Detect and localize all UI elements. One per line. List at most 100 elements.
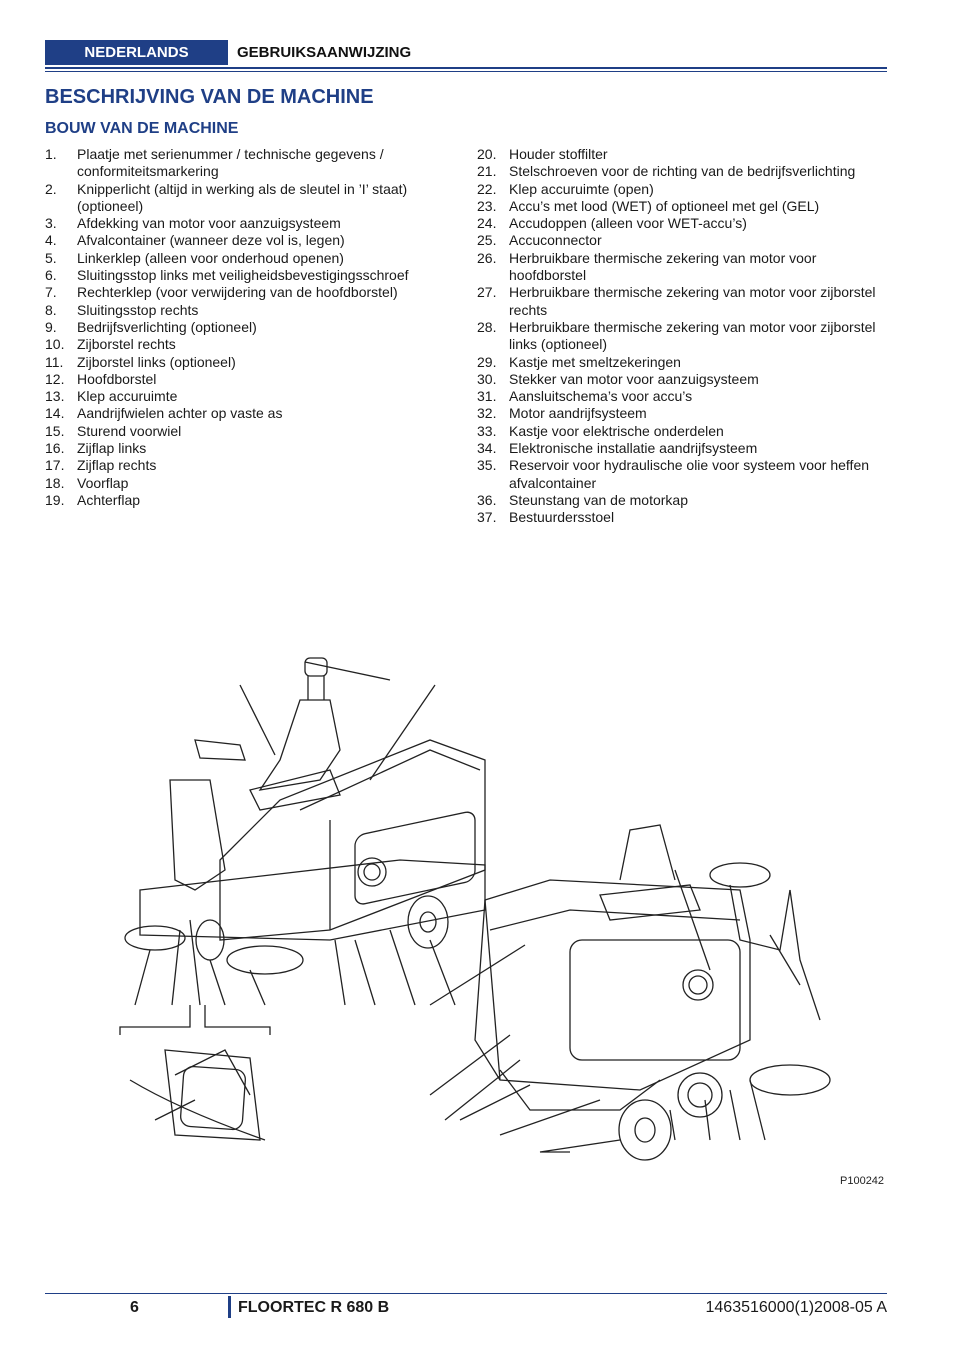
list-item-text: Elektronische installatie aandrijfsystee… (509, 440, 758, 457)
list-item-number: 27. (477, 284, 497, 301)
list-item-number: 35. (477, 457, 497, 474)
list-item: 1. Plaatje met serienummer / technische g… (45, 146, 445, 181)
list-item: 10. Zijborstel rechts (45, 336, 445, 353)
list-item-number: 15. (45, 422, 65, 439)
list-item-text: Motor aandrijfsysteem (509, 405, 647, 422)
list-item: 25.Accuconnector (477, 232, 889, 249)
document-number: 1463516000(1)2008-05 A (705, 1299, 888, 1316)
list-item-text: Stekker van motor voor aanzuigsysteem (509, 370, 759, 387)
list-item: 24.Accudoppen (alleen voor WET-accu’s) (477, 215, 889, 232)
list-item-number: 19. (45, 491, 65, 508)
list-item-text: Aandrijfwielen achter op vaste as (77, 405, 283, 422)
list-item: 15. Sturend voorwiel (45, 423, 445, 440)
list-item-text: Houder stoffilter (509, 146, 608, 162)
list-item-number: 32. (477, 405, 497, 422)
list-item-number: 30. (477, 370, 497, 387)
footer-separator (228, 1296, 231, 1318)
list-item-text: Sturend voorwiel (77, 422, 182, 439)
list-item-text: Zijborstel links (optioneel) (77, 353, 236, 370)
list-item-text: Kastje voor elektrische onderdelen (509, 422, 724, 439)
list-item-text: Linkerklep (alleen voor onderhoud openen… (77, 249, 344, 266)
list-item-text: Bestuurdersstoel (509, 509, 615, 526)
list-item: 8.Sluitingsstop rechts (45, 302, 445, 319)
page-footer: 6 FLOORTEC R 680 B 1463516000(1)2008-05 … (45, 1293, 887, 1323)
list-item-number: 4. (45, 232, 57, 249)
list-item: 34. Elektronische installatie aandrijfsys… (477, 440, 889, 457)
page-header: NEDERLANDS GEBRUIKSAANWIJZING (45, 40, 887, 72)
list-item-text: Hoofdborstel (77, 370, 157, 387)
list-item-number: 5. (45, 249, 57, 266)
list-item: 18.Voorflap (45, 475, 445, 492)
list-item-number: 29. (477, 353, 497, 370)
list-item-number: 31. (477, 388, 497, 405)
list-item: 22. Klep accuruimte (open) (477, 181, 889, 198)
list-item: 33.Kastje voor elektrische onderdelen (477, 423, 889, 440)
list-item-number: 14. (45, 405, 65, 422)
list-item-number: 36. (477, 491, 497, 508)
list-item: 12. Hoofdborstel (45, 371, 445, 388)
list-item-number: 26. (477, 249, 497, 266)
list-item-number: 9. (45, 318, 57, 335)
list-item-number: 23. (477, 197, 497, 214)
list-item: 14. Aandrijfwielen achter op vaste as (45, 405, 445, 422)
list-item-text: Accuconnector (509, 232, 602, 249)
page-number: 6 (130, 1299, 139, 1316)
list-item-text: Plaatje met serienummer / technische geg… (77, 146, 384, 180)
list-item-number: 1. (45, 146, 57, 162)
list-item-number: 28. (477, 318, 497, 335)
list-item-number: 18. (45, 474, 65, 491)
list-item-text: Achterflap (77, 491, 141, 508)
list-item: 31.Aansluitschema’s voor accu’s (477, 388, 889, 405)
list-item-number: 7. (45, 284, 57, 301)
page-title: BESCHRIJVING VAN DE MACHINE (45, 86, 374, 108)
header-rule (45, 67, 887, 69)
parts-list-left: 1. Plaatje met serienummer / technische g… (45, 146, 445, 509)
list-item-number: 2. (45, 180, 57, 197)
language-tab: NEDERLANDS (45, 40, 228, 65)
list-item-text: Kastje met smeltzekeringen (509, 353, 681, 370)
list-item: 35. Reservoir voor hydraulische olie voor… (477, 457, 889, 492)
list-item: 23. Accu’s met lood (WET) of optioneel me… (477, 198, 889, 215)
list-item: 21. Stelschroeven voor de richting van de… (477, 163, 889, 180)
header-rule-thin (45, 71, 887, 72)
list-item-number: 34. (477, 440, 497, 457)
list-item-text: Sluitingsstop links met veiligheidsbeves… (77, 267, 409, 284)
list-item: 7.Rechterklep (voor verwijdering van de … (45, 284, 445, 301)
list-item: 16. Zijflap links (45, 440, 445, 457)
machine-front-view (429, 824, 831, 1161)
list-item-text: Klep accuruimte (open) (509, 180, 654, 197)
list-item-text: Zijborstel rechts (77, 336, 176, 353)
list-item-number: 24. (477, 215, 497, 232)
list-item: 37. Bestuurdersstoel (477, 509, 889, 526)
list-item: 3.Afdekking van motor voor aanzuigsystee… (45, 215, 445, 232)
list-item-text: Accu’s met lood (WET) of optioneel met g… (509, 197, 820, 214)
list-item: 30. Stekker van motor voor aanzuigsysteem (477, 371, 889, 388)
list-item: 6. Sluitingsstop links met veiligheidsbev… (45, 267, 445, 284)
list-item-text: Knipperlicht (altijd in werking als de s… (77, 180, 408, 214)
list-item-text: Afdekking van motor voor aanzuigsysteem (77, 215, 341, 232)
model-name: FLOORTEC R 680 B (238, 1299, 390, 1316)
list-item-number: 21. (477, 163, 497, 180)
list-item-number: 12. (45, 370, 65, 387)
list-item-number: 8. (45, 301, 57, 318)
list-item-number: 6. (45, 267, 57, 284)
list-item-text: Zijflap links (77, 440, 147, 457)
list-item-number: 10. (45, 336, 65, 353)
list-item: 4. Afvalcontainer (wanneer deze vol is, l… (45, 232, 445, 249)
list-item-text: Stelschroeven voor de richting van de be… (509, 163, 856, 180)
list-item: 28.Herbruikbare thermische zekering van … (477, 319, 889, 354)
list-item: 36. Steunstang van de motorkap (477, 492, 889, 509)
list-item: 13.Klep accuruimte (45, 388, 445, 405)
list-item-number: 22. (477, 180, 497, 197)
machine-illustration (119, 657, 831, 1161)
list-item-text: Reservoir voor hydraulische olie voor sy… (509, 457, 870, 491)
list-item: 32. Motor aandrijfsysteem (477, 405, 889, 422)
machine-rear-view (119, 657, 486, 1141)
section-title: BOUW VAN DE MACHINE (45, 120, 239, 137)
list-item-number: 37. (477, 509, 497, 526)
list-item-text: Steunstang van de motorkap (509, 491, 689, 508)
list-item-text: Herbruikbare thermische zekering van mot… (509, 284, 876, 318)
list-item-number: 16. (45, 440, 65, 457)
list-item-text: Afvalcontainer (wanneer deze vol is, leg… (77, 232, 345, 249)
